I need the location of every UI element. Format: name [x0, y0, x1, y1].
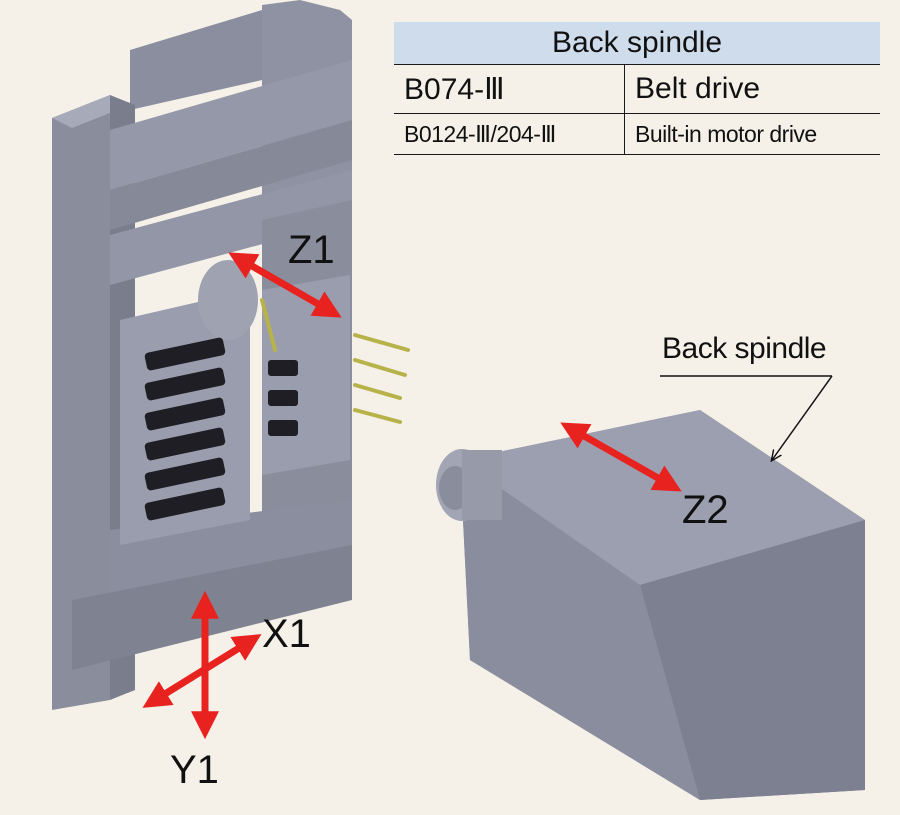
z2-arrow	[560, 422, 682, 492]
table-row: B074-Ⅲ Belt drive	[394, 64, 880, 114]
y1-label: Y1	[170, 748, 219, 792]
x1-label: X1	[262, 612, 311, 656]
drive-cell: Built-in motor drive	[624, 113, 880, 155]
table-header: Back spindle	[394, 22, 880, 65]
drive-cell: Belt drive	[624, 64, 880, 114]
back-spindle-unit	[436, 410, 865, 800]
z1-arrow	[228, 252, 342, 318]
back-spindle-callout: Back spindle	[662, 332, 827, 365]
tool-holders	[144, 337, 298, 521]
drill-bits	[260, 298, 410, 424]
model-cell: B0124-Ⅲ/204-Ⅲ	[394, 113, 625, 155]
back-spindle-spec-table: Back spindle B074-Ⅲ Belt drive B0124-Ⅲ/2…	[394, 22, 880, 155]
table-row: B0124-Ⅲ/204-Ⅲ Built-in motor drive	[394, 113, 880, 155]
x1-arrow	[142, 634, 262, 708]
callout-leader	[660, 375, 833, 460]
z1-label: Z1	[288, 228, 335, 272]
z2-label: Z2	[682, 488, 729, 532]
model-cell: B074-Ⅲ	[394, 64, 625, 114]
motion-arrows	[142, 252, 682, 740]
